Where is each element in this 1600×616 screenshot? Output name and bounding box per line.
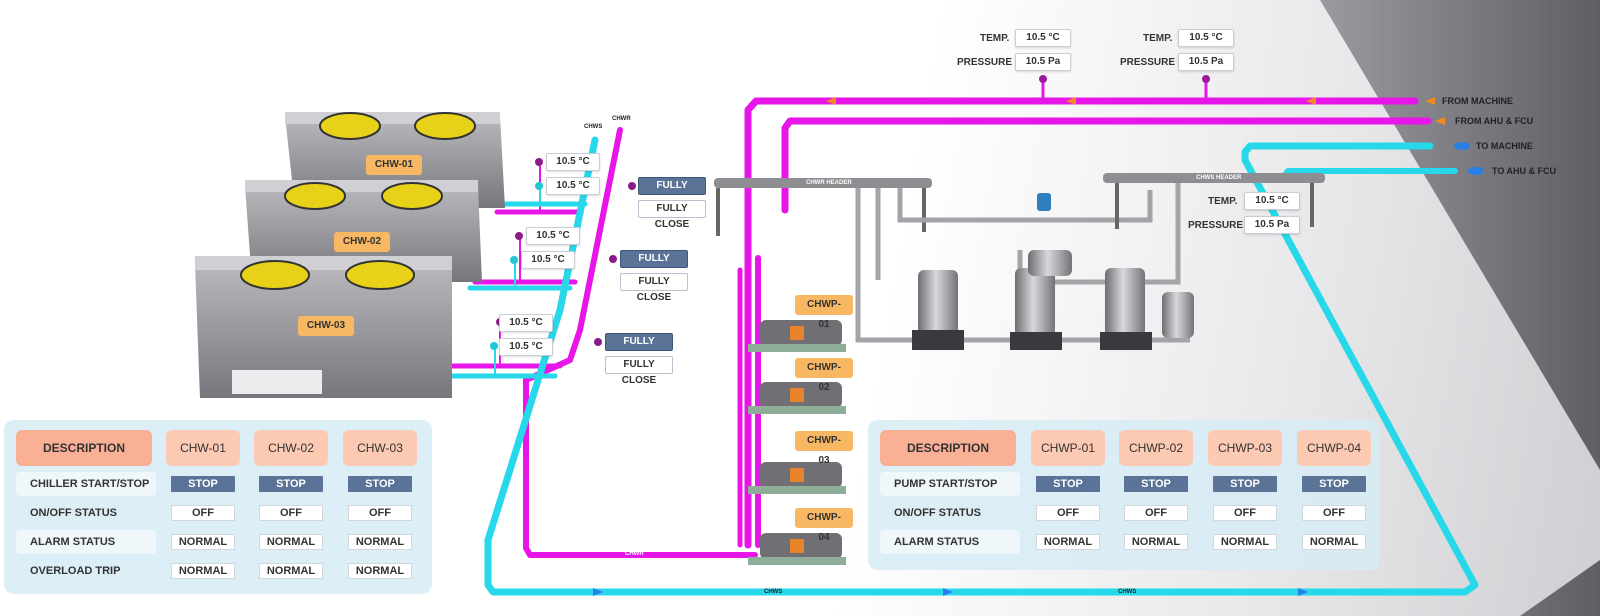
- chiller-panel-col-1: CHW-01: [166, 430, 240, 466]
- chiller-1-valve-return[interactable]: FULLY CLOSE: [638, 177, 706, 207]
- pipe-tag-chwr-bottom: CHWR: [625, 551, 644, 557]
- temp-value-2: 10.5 °C: [1178, 29, 1234, 47]
- chiller-1-stop-button[interactable]: STOP: [171, 476, 235, 492]
- chiller-1-overload-status: NORMAL: [171, 563, 235, 579]
- pump-tag-3[interactable]: CHWP-03: [795, 431, 853, 466]
- wall-face: [1320, 0, 1600, 470]
- pump-2-stop-button[interactable]: STOP: [1124, 476, 1188, 492]
- pipe-tag-chws-header: CHWS HEADER: [1196, 175, 1242, 181]
- chiller-3-onoff-status: OFF: [348, 505, 412, 521]
- pump-panel-col-3: CHWP-03: [1208, 430, 1282, 466]
- temp-label-2: TEMP.: [1143, 33, 1173, 44]
- chiller-1-return-temp: 10.5 °C: [546, 153, 600, 171]
- chiller-3-valve-return[interactable]: FULLY CLOSE: [605, 333, 673, 363]
- pump-row-label-onoff: ON/OFF STATUS: [894, 507, 981, 519]
- chiller-3-alarm-status: NORMAL: [348, 534, 412, 550]
- chiller-3-overload-status: NORMAL: [348, 563, 412, 579]
- pipe-tag-chws-bottom-2: CHWS: [1118, 589, 1137, 595]
- chiller-control-panel: DESCRIPTION CHW-01 CHW-02 CHW-03 CHILLER…: [4, 420, 432, 594]
- label-to-ahu: TO AHU & FCU: [1492, 166, 1556, 176]
- pump-row-label-start-stop: PUMP START/STOP: [880, 472, 1020, 496]
- pump-4-stop-button[interactable]: STOP: [1302, 476, 1366, 492]
- pressure-value-2: 10.5 Pa: [1178, 53, 1234, 71]
- label-to-machine: TO MACHINE: [1476, 141, 1533, 151]
- chiller-2-valve-supply[interactable]: FULLY CLOSE: [620, 273, 688, 303]
- chiller-tag-2[interactable]: CHW-02: [334, 232, 390, 252]
- pump-row-label-alarm: ALARM STATUS: [880, 530, 1020, 554]
- chiller-2-onoff-status: OFF: [259, 505, 323, 521]
- pressure-label-2: PRESSURE: [1120, 57, 1176, 68]
- label-from-machine: FROM MACHINE: [1442, 96, 1513, 106]
- tanks: [912, 250, 1194, 350]
- chiller-row-label-alarm: ALARM STATUS: [16, 530, 156, 554]
- pressure-value-3: 10.5 Pa: [1244, 216, 1300, 234]
- chiller-2-stop-button[interactable]: STOP: [259, 476, 323, 492]
- temp-label-1: TEMP.: [980, 33, 1010, 44]
- pump-panel-col-4: CHWP-04: [1297, 430, 1371, 466]
- pump-1-alarm-status: NORMAL: [1036, 534, 1100, 550]
- chwr-header: [714, 178, 1190, 343]
- pump-2-onoff-status: OFF: [1124, 505, 1188, 521]
- pipe-tag-chwr-header: CHWR HEADER: [806, 180, 852, 186]
- chiller-2-supply-temp: 10.5 °C: [521, 251, 575, 269]
- chiller-1-valve-supply[interactable]: FULLY CLOSE: [638, 200, 706, 230]
- chiller-row-label-start-stop: CHILLER START/STOP: [16, 472, 156, 496]
- pump-tag-2[interactable]: CHWP-02: [795, 358, 853, 393]
- chiller-row-label-overload: OVERLOAD TRIP: [30, 565, 121, 577]
- pump-units: [748, 320, 846, 565]
- chiller-panel-col-3: CHW-03: [343, 430, 417, 466]
- pressure-label-1: PRESSURE: [957, 57, 1013, 68]
- chiller-2-overload-status: NORMAL: [259, 563, 323, 579]
- pump-panel-col-2: CHWP-02: [1119, 430, 1193, 466]
- chiller-panel-description-header: DESCRIPTION: [16, 430, 152, 466]
- pipe-tag-chws: CHWS: [584, 124, 603, 130]
- pump-control-panel: DESCRIPTION CHWP-01 CHWP-02 CHWP-03 CHWP…: [868, 420, 1380, 570]
- pump-1-stop-button[interactable]: STOP: [1036, 476, 1100, 492]
- temp-value-3: 10.5 °C: [1244, 192, 1300, 210]
- pressure-label-3: PRESSURE: [1188, 220, 1244, 231]
- pump-4-onoff-status: OFF: [1302, 505, 1366, 521]
- chiller-2-alarm-status: NORMAL: [259, 534, 323, 550]
- pump-3-onoff-status: OFF: [1213, 505, 1277, 521]
- label-from-ahu: FROM AHU & FCU: [1455, 116, 1534, 126]
- chiller-units: [195, 112, 505, 398]
- pump-panel-col-1: CHWP-01: [1031, 430, 1105, 466]
- pipe-tag-chwr: CHWR: [612, 116, 631, 122]
- chiller-row-label-onoff: ON/OFF STATUS: [30, 507, 117, 519]
- pump-3-stop-button[interactable]: STOP: [1213, 476, 1277, 492]
- chiller-2-valve-return[interactable]: FULLY CLOSE: [620, 250, 688, 280]
- chiller-2-return-temp: 10.5 °C: [526, 227, 580, 245]
- chiller-1-supply-temp: 10.5 °C: [546, 177, 600, 195]
- pump-3-alarm-status: NORMAL: [1213, 534, 1277, 550]
- chiller-tag-1[interactable]: CHW-01: [366, 155, 422, 175]
- pressure-value-1: 10.5 Pa: [1015, 53, 1071, 71]
- flow-arrows-blue: [593, 142, 1484, 596]
- pump-tag-4[interactable]: CHWP-04: [795, 508, 853, 543]
- pump-2-alarm-status: NORMAL: [1124, 534, 1188, 550]
- chiller-1-alarm-status: NORMAL: [171, 534, 235, 550]
- chiller-3-valve-supply[interactable]: FULLY CLOSE: [605, 356, 673, 386]
- pipe-tag-chws-bottom-1: CHWS: [764, 589, 783, 595]
- pump-tag-1[interactable]: CHWP-01: [795, 295, 853, 330]
- chiller-1-onoff-status: OFF: [171, 505, 235, 521]
- chiller-tag-3[interactable]: CHW-03: [298, 316, 354, 336]
- flow-arrows: [826, 97, 1445, 125]
- pump-panel-description-header: DESCRIPTION: [880, 430, 1016, 466]
- temp-label-3: TEMP.: [1208, 196, 1238, 207]
- chws-header: [1017, 173, 1325, 285]
- temp-value-1: 10.5 °C: [1015, 29, 1071, 47]
- control-valve: [1037, 193, 1051, 211]
- chiller-panel-col-2: CHW-02: [254, 430, 328, 466]
- chiller-3-return-temp: 10.5 °C: [499, 314, 553, 332]
- chiller-3-supply-temp: 10.5 °C: [499, 338, 553, 356]
- pump-4-alarm-status: NORMAL: [1302, 534, 1366, 550]
- chiller-3-stop-button[interactable]: STOP: [348, 476, 412, 492]
- pump-1-onoff-status: OFF: [1036, 505, 1100, 521]
